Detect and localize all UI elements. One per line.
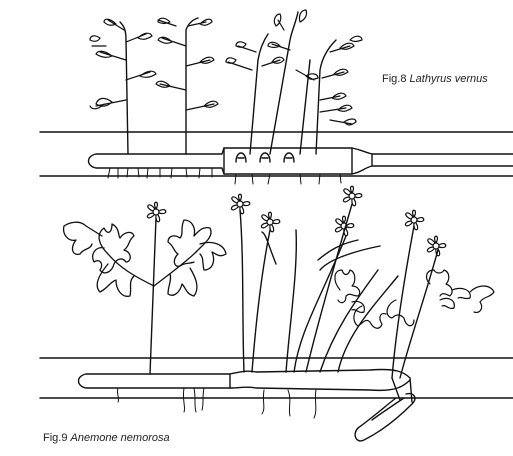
species-name-fig9: Anemone nemorosa [71, 432, 170, 444]
vertical-rhizome-fig9 [355, 378, 415, 441]
basal-leaves-fig9 [64, 220, 226, 296]
figure-label-fig9: Fig.9 [43, 432, 67, 444]
anemone-nemorosa-drawing [40, 186, 513, 441]
figure-label-fig8: Fig.8 [382, 73, 406, 85]
roots-fig9 [117, 388, 316, 418]
leaflets-fig8 [90, 10, 362, 125]
figure-caption-fig8: Fig.8 Lathyrus vernus [382, 73, 488, 85]
species-name-fig8: Lathyrus vernus [410, 73, 488, 85]
stems-fig9 [150, 204, 438, 378]
stem-leaves-fig9 [335, 270, 494, 328]
lathyrus-vernus-drawing [40, 10, 513, 184]
figure-caption-fig9: Fig.9 Anemone nemorosa [43, 432, 170, 444]
rhizome-buds-fig8 [236, 153, 294, 162]
